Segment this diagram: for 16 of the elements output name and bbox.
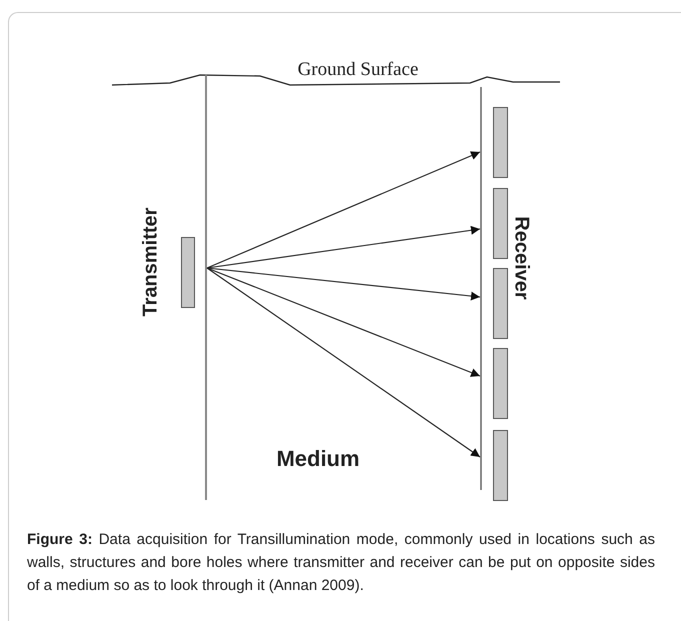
- medium-label: Medium: [276, 446, 360, 472]
- arrow: [206, 226, 480, 269]
- sensor-bar: [493, 188, 508, 259]
- sensor-bar: [493, 268, 508, 339]
- sensor-bar: [493, 348, 508, 419]
- figure-caption: Figure 3: Data acquisition for Transillumination mode, commonly used in locations such as walls, structures and bore holes where transmitter and receiver can be put on opposite sides of a medium so as to look through it (Annan 2009).: [27, 530, 655, 596]
- sensor-bar: [493, 107, 508, 178]
- arrow: [206, 267, 480, 301]
- arrow: [206, 151, 480, 268]
- receiver-label: Receiver: [510, 216, 532, 300]
- arrow: [206, 268, 480, 458]
- arrow: [206, 267, 480, 377]
- sensor-bar: [493, 430, 508, 501]
- transmitter-label: Transmitter: [140, 208, 162, 316]
- ground-label: Ground Surface: [298, 59, 418, 81]
- sensor-bar: [181, 237, 195, 308]
